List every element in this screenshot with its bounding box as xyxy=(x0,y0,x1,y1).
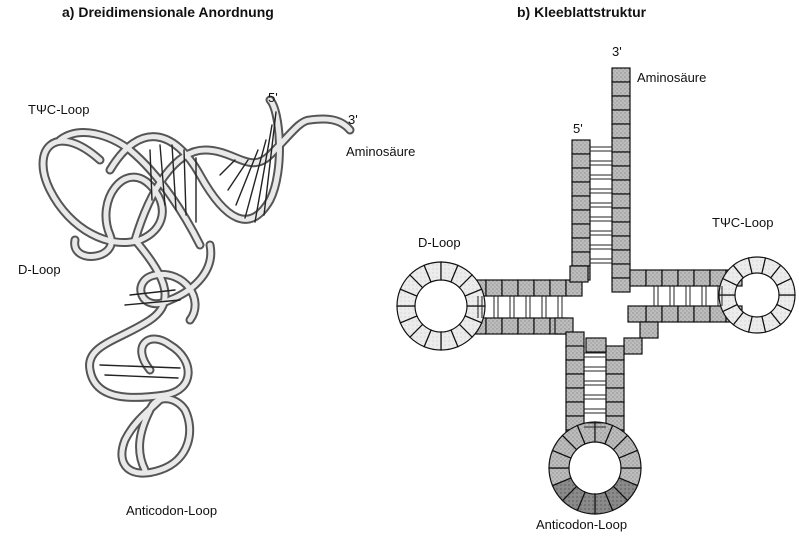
nucleotide-box xyxy=(694,270,710,286)
acceptor-stem-3prime-strand xyxy=(612,68,630,292)
nucleotide-box xyxy=(566,360,584,374)
nucleotide-box xyxy=(572,210,590,224)
nucleotide-box xyxy=(612,166,630,180)
nucleotide-box xyxy=(678,306,694,322)
nucleotide-box xyxy=(612,222,630,236)
b-three-prime-label: 3' xyxy=(612,44,622,59)
nucleotide-box xyxy=(550,280,566,296)
nucleotide-box xyxy=(518,318,534,334)
nucleotide-box xyxy=(612,124,630,138)
b-anticodon-loop-label: Anticodon-Loop xyxy=(536,517,627,532)
nucleotide-box xyxy=(570,266,588,282)
nucleotide-box xyxy=(534,280,550,296)
nucleotide-box xyxy=(694,306,710,322)
nucleotide-box xyxy=(612,82,630,96)
nucleotide-box xyxy=(612,264,630,278)
nucleotide-box xyxy=(572,154,590,168)
nucleotide-box xyxy=(518,280,534,296)
b-tpsic-loop-label: TΨC-Loop xyxy=(712,215,773,230)
acceptor-stem-5prime-strand xyxy=(572,140,590,280)
nucleotide-box xyxy=(662,306,678,322)
nucleotide-box xyxy=(612,110,630,124)
nucleotide-box xyxy=(606,360,624,374)
anticodon-loop-ring xyxy=(549,422,641,514)
t-loop-ring xyxy=(719,257,795,333)
nucleotide-box xyxy=(662,270,678,286)
nucleotide-box xyxy=(612,138,630,152)
nucleotide-box xyxy=(486,280,502,296)
b-five-prime-label: 5' xyxy=(573,121,583,136)
nucleotide-box xyxy=(612,236,630,250)
nucleotide-box xyxy=(606,346,624,360)
nucleotide-box xyxy=(502,318,518,334)
nucleotide-box xyxy=(612,96,630,110)
nucleotide-box xyxy=(566,402,584,416)
nucleotide-box xyxy=(586,338,606,352)
nucleotide-box xyxy=(612,250,630,264)
nucleotide-box xyxy=(612,278,630,292)
b-d-loop-label: D-Loop xyxy=(418,235,461,250)
nucleotide-box xyxy=(572,168,590,182)
nucleotide-box xyxy=(624,338,642,354)
nucleotide-box xyxy=(646,270,662,286)
nucleotide-box xyxy=(612,68,630,82)
d-loop-ring xyxy=(397,262,485,350)
nucleotide-box xyxy=(612,194,630,208)
nucleotide-box xyxy=(572,140,590,154)
nucleotide-box xyxy=(640,322,658,338)
nucleotide-box xyxy=(612,180,630,194)
nucleotide-box xyxy=(606,374,624,388)
nucleotide-box xyxy=(566,346,584,360)
nucleotide-box xyxy=(566,374,584,388)
nucleotide-box xyxy=(646,306,662,322)
nucleotide-box xyxy=(612,208,630,222)
nucleotide-box xyxy=(628,306,646,322)
nucleotide-box xyxy=(566,388,584,402)
nucleotide-box xyxy=(606,388,624,402)
d-arm xyxy=(470,266,588,348)
nucleotide-box xyxy=(572,252,590,266)
nucleotide-box xyxy=(612,152,630,166)
nucleotide-box xyxy=(606,402,624,416)
nucleotide-box xyxy=(678,270,694,286)
nucleotide-box xyxy=(502,280,518,296)
nucleotide-box xyxy=(630,270,646,286)
nucleotide-box xyxy=(486,318,502,334)
nucleotide-box xyxy=(572,196,590,210)
nucleotide-box xyxy=(572,238,590,252)
nucleotide-box xyxy=(572,182,590,196)
b-amino-acid-label: Aminosäure xyxy=(637,70,706,85)
nucleotide-box xyxy=(572,224,590,238)
nucleotide-box xyxy=(534,318,550,334)
